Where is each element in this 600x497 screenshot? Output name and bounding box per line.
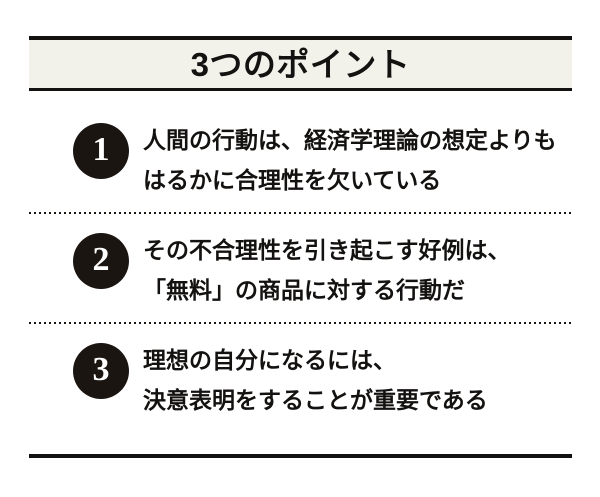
point-text: 人間の行動は、経済学理論の想定よりも はるかに合理性を欠いている — [143, 118, 572, 200]
list-item: 1 人間の行動は、経済学理論の想定よりも はるかに合理性を欠いている — [29, 104, 572, 212]
badge-number: 3 — [92, 351, 110, 388]
point-line: 理想の自分になるには、 — [143, 347, 396, 373]
list-item: 2 その不合理性を引き起こす好例は、 「無料」の商品に対する行動だ — [29, 214, 572, 322]
title-band: 3つのポイント — [29, 40, 572, 88]
list-item: 3 理想の自分になるには、 決意表明をすることが重要である — [29, 324, 572, 432]
point-line: 決意表明をすることが重要である — [143, 387, 488, 413]
number-badge: 2 — [73, 233, 129, 289]
point-line: 「無料」の商品に対する行動だ — [143, 277, 465, 303]
points-list: 1 人間の行動は、経済学理論の想定よりも はるかに合理性を欠いている 2 その不… — [29, 104, 572, 432]
dotted-divider — [29, 322, 572, 324]
point-text: 理想の自分になるには、 決意表明をすることが重要である — [143, 338, 572, 420]
badge-number: 1 — [92, 131, 110, 168]
point-line: その不合理性を引き起こす好例は、 — [143, 237, 511, 263]
badge-number: 2 — [92, 241, 110, 278]
header-block: 3つのポイント — [29, 36, 572, 91]
header-top-rule — [29, 36, 572, 40]
point-line: 人間の行動は、経済学理論の想定よりも — [143, 127, 557, 153]
dotted-divider — [29, 212, 572, 214]
header-bottom-rule — [29, 88, 572, 91]
point-line: はるかに合理性を欠いている — [143, 167, 442, 193]
point-text: その不合理性を引き起こす好例は、 「無料」の商品に対する行動だ — [143, 228, 572, 310]
number-badge: 3 — [73, 343, 129, 399]
number-badge: 1 — [73, 123, 129, 179]
footer-rule — [29, 454, 572, 458]
page-title: 3つのポイント — [190, 45, 411, 83]
